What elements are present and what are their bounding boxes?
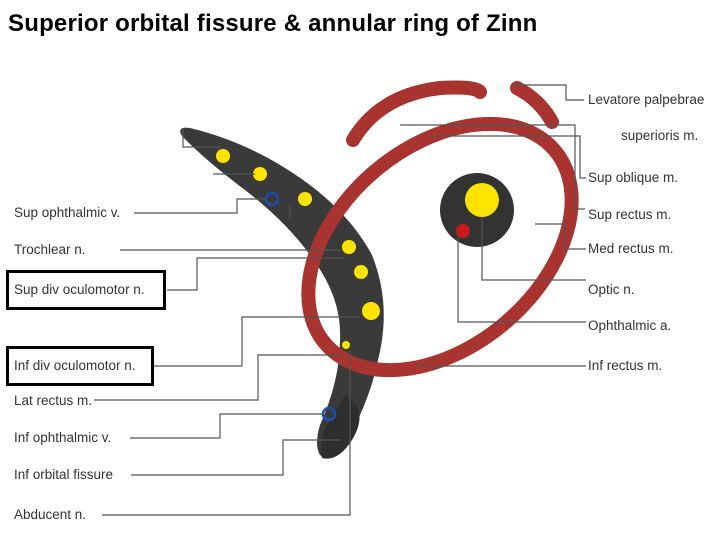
label-abducent-nerve: Abducent n. — [14, 507, 87, 522]
nerve-dot — [298, 192, 312, 206]
annular-ring-of-zinn — [301, 116, 579, 378]
label-med-rectus-muscle: Med rectus m. — [588, 241, 674, 256]
superior-oblique-muscle — [510, 81, 559, 129]
nerve-dot — [354, 265, 368, 279]
label-sup-rectus-muscle: Sup rectus m. — [588, 207, 672, 222]
label-inf-div-oculomotor-nerve: Inf div oculomotor n. — [14, 358, 136, 373]
label-levator-palpebrae-line1: Levatore palpebrae — [588, 92, 705, 107]
label-levator-palpebrae-line2: superioris m. — [621, 128, 699, 143]
label-lat-rectus-muscle: Lat rectus m. — [14, 393, 93, 408]
nerve-dot — [342, 240, 356, 254]
inferior-orbital-fissure — [321, 395, 360, 459]
highlight-box-sup-div — [6, 270, 166, 310]
page-title: Superior orbital fissure & annular ring … — [8, 10, 538, 37]
left-leader-lines — [94, 128, 360, 516]
label-ophthalmic-artery: Ophthalmic a. — [588, 318, 672, 333]
label-inf-rectus-muscle: Inf rectus m. — [588, 358, 663, 373]
label-inf-orbital-fissure: Inf orbital fissure — [14, 467, 114, 482]
right-leader-lines — [400, 84, 586, 367]
optic-nerve — [465, 183, 499, 217]
label-sup-ophthalmic-vein: Sup ophthalmic v. — [14, 205, 121, 220]
label-sup-div-oculomotor-nerve: Sup div oculomotor n. — [14, 282, 145, 297]
nerve-dot — [342, 341, 350, 349]
highlight-box-inf-div — [6, 346, 154, 386]
label-trochlear-nerve: Trochlear n. — [14, 242, 86, 257]
nerve-dot — [253, 167, 267, 181]
levator-palpebrae-muscle — [346, 80, 487, 147]
nerve-dot — [362, 302, 380, 320]
label-sup-oblique-muscle: Sup oblique m. — [588, 170, 679, 185]
label-inf-ophthalmic-vein: Inf ophthalmic v. — [14, 430, 112, 445]
ophthalmic-artery — [456, 224, 470, 238]
label-optic-nerve: Optic n. — [588, 282, 635, 297]
nerve-dot — [216, 149, 230, 163]
